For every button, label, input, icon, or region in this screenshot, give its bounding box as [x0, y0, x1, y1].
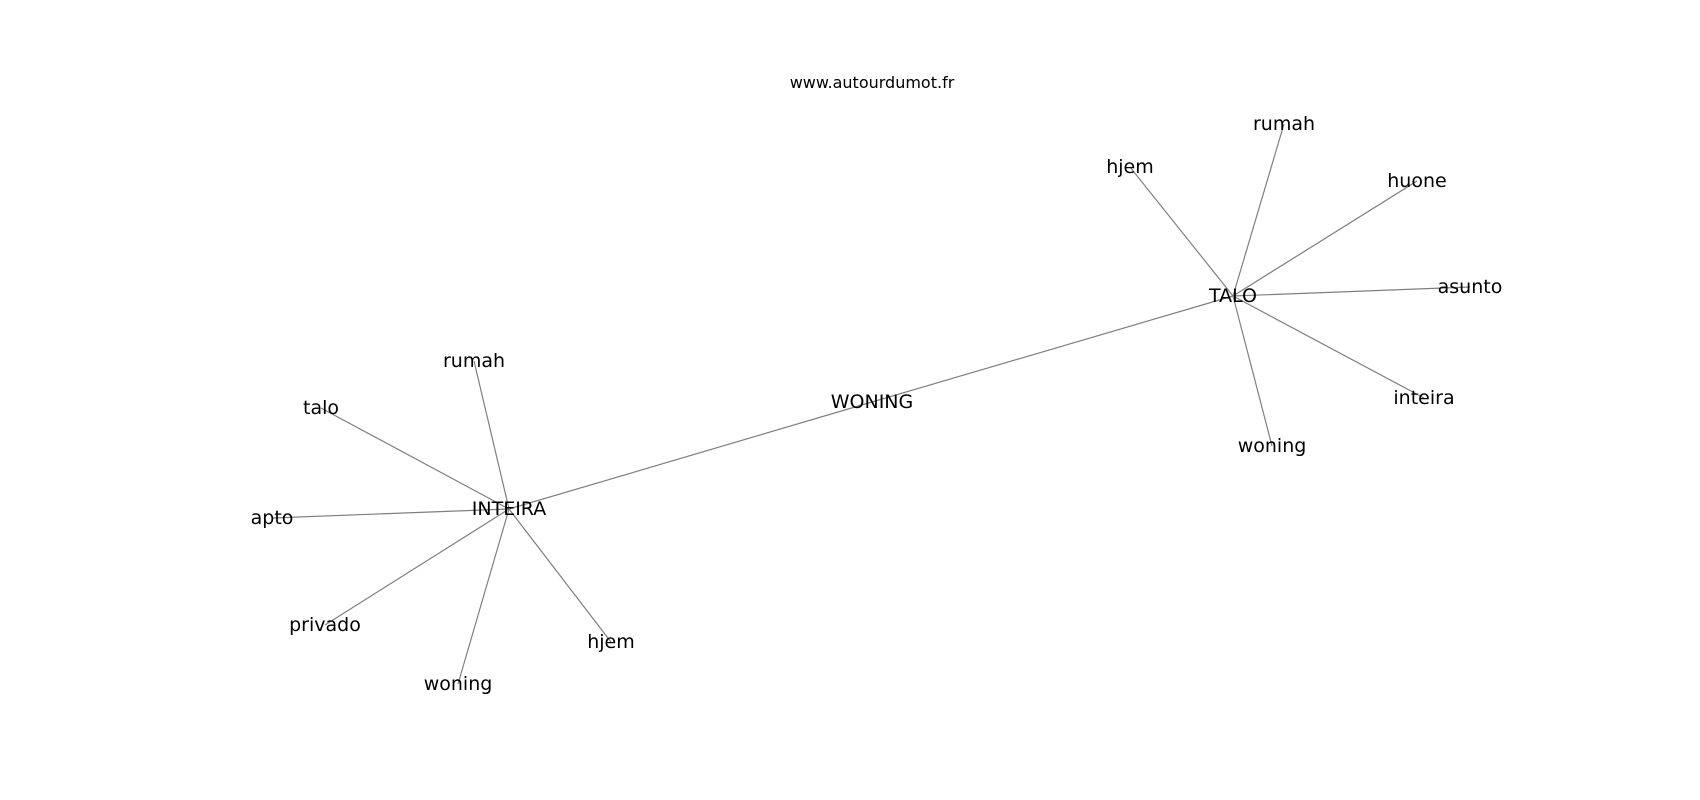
node-i-woning: woning	[424, 673, 493, 695]
node-i-talo: talo	[303, 397, 339, 419]
watermark-text: www.autourdumot.fr	[790, 73, 955, 92]
node-group: WONING INTEIRA TALO rumah talo apto privado won…	[251, 113, 1503, 695]
edge-talo_c-t_huone	[1232, 180, 1418, 297]
node-t-inteira: inteira	[1393, 387, 1454, 409]
edge-inteira_c-i_rumah	[473, 360, 510, 510]
node-t-rumah: rumah	[1253, 113, 1315, 135]
node-t-hjem: hjem	[1106, 156, 1154, 178]
node-inteira-c: INTEIRA	[472, 498, 546, 520]
edge-talo_c-t_rumah	[1232, 123, 1285, 297]
node-i-rumah: rumah	[443, 350, 505, 372]
node-t-woning: woning	[1238, 435, 1307, 457]
edge-inteira_c-i_talo	[320, 407, 510, 510]
edge-woning_c-inteira_c	[508, 401, 873, 510]
node-talo-c: TALO	[1208, 285, 1257, 307]
node-i-privado: privado	[289, 614, 361, 636]
edge-talo_c-t_woning	[1232, 295, 1273, 447]
node-t-asunto: asunto	[1438, 276, 1503, 298]
edge-inteira_c-i_woning	[457, 508, 510, 685]
edge-talo_c-t_asunto	[1232, 286, 1471, 297]
edge-inteira_c-i_privado	[324, 508, 510, 626]
node-i-apto: apto	[251, 507, 294, 529]
node-t-huone: huone	[1387, 170, 1446, 192]
edge-talo_c-t_hjem	[1129, 166, 1234, 297]
node-woning-c: WONING	[831, 391, 914, 413]
edge-talo_c-t_inteira	[1232, 295, 1425, 399]
edge-group	[271, 123, 1471, 685]
node-i-hjem: hjem	[587, 631, 635, 653]
edge-inteira_c-i_hjem	[508, 508, 612, 643]
edge-woning_c-talo_c	[871, 295, 1234, 403]
edge-inteira_c-i_apto	[271, 508, 510, 519]
